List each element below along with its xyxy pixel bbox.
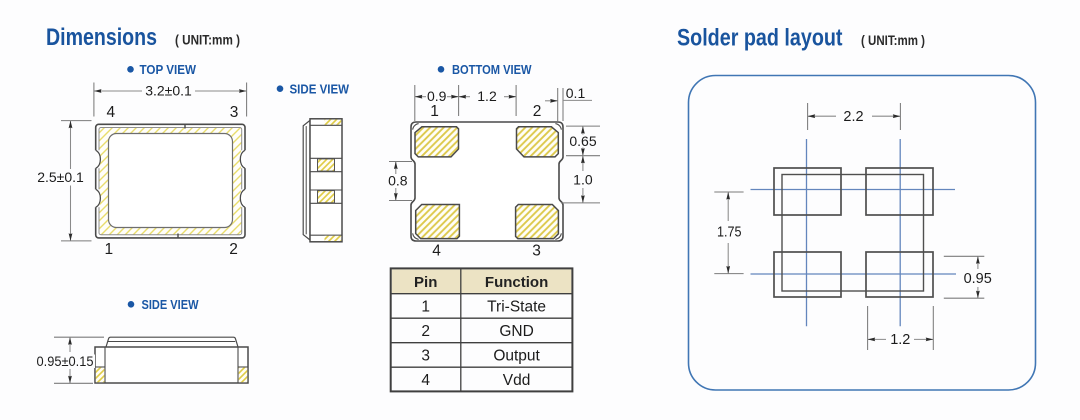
svg-text:1: 1	[104, 241, 113, 258]
svg-text:Tri-State: Tri-State	[487, 299, 546, 316]
svg-text:1.0: 1.0	[573, 172, 593, 188]
svg-text:( UNIT:mm ): ( UNIT:mm )	[175, 32, 240, 47]
svg-text:0.95±0.15: 0.95±0.15	[37, 353, 94, 369]
svg-text:Output: Output	[493, 348, 540, 365]
svg-text:0.8: 0.8	[388, 173, 408, 189]
svg-text:3: 3	[532, 243, 541, 260]
svg-text:0.9: 0.9	[427, 88, 447, 104]
svg-text:0.65: 0.65	[569, 133, 596, 149]
svg-text:2: 2	[421, 323, 430, 340]
svg-text:0.1: 0.1	[566, 85, 586, 101]
svg-text:0.95: 0.95	[964, 271, 992, 287]
svg-text:TOP VIEW: TOP VIEW	[140, 62, 197, 77]
svg-text:1: 1	[421, 299, 430, 316]
svg-text:BOTTOM VIEW: BOTTOM VIEW	[452, 62, 532, 77]
svg-text:4: 4	[432, 243, 441, 260]
svg-text:3: 3	[230, 104, 239, 121]
svg-text:1: 1	[430, 103, 439, 120]
svg-text:1.2: 1.2	[890, 332, 910, 348]
svg-text:4: 4	[106, 104, 115, 121]
svg-text:3.2±0.1: 3.2±0.1	[145, 82, 192, 98]
svg-text:1.75: 1.75	[717, 225, 742, 241]
svg-text:4: 4	[421, 372, 430, 389]
svg-text:Dimensions: Dimensions	[46, 24, 157, 51]
svg-text:3: 3	[421, 348, 430, 365]
svg-text:( UNIT:mm ): ( UNIT:mm )	[861, 33, 925, 48]
svg-text:1.2: 1.2	[477, 88, 497, 104]
svg-text:2.5±0.1: 2.5±0.1	[37, 169, 84, 185]
svg-text:Function: Function	[485, 274, 548, 291]
svg-text:2.2: 2.2	[843, 109, 863, 125]
svg-text:SIDE VIEW: SIDE VIEW	[142, 297, 200, 312]
svg-text:2: 2	[533, 103, 542, 120]
svg-text:Solder pad layout: Solder pad layout	[677, 25, 843, 52]
svg-text:Vdd: Vdd	[503, 372, 531, 389]
svg-text:SIDE VIEW: SIDE VIEW	[290, 81, 350, 96]
svg-text:2: 2	[229, 241, 238, 258]
svg-text:GND: GND	[499, 323, 533, 340]
svg-text:Pin: Pin	[414, 274, 437, 291]
